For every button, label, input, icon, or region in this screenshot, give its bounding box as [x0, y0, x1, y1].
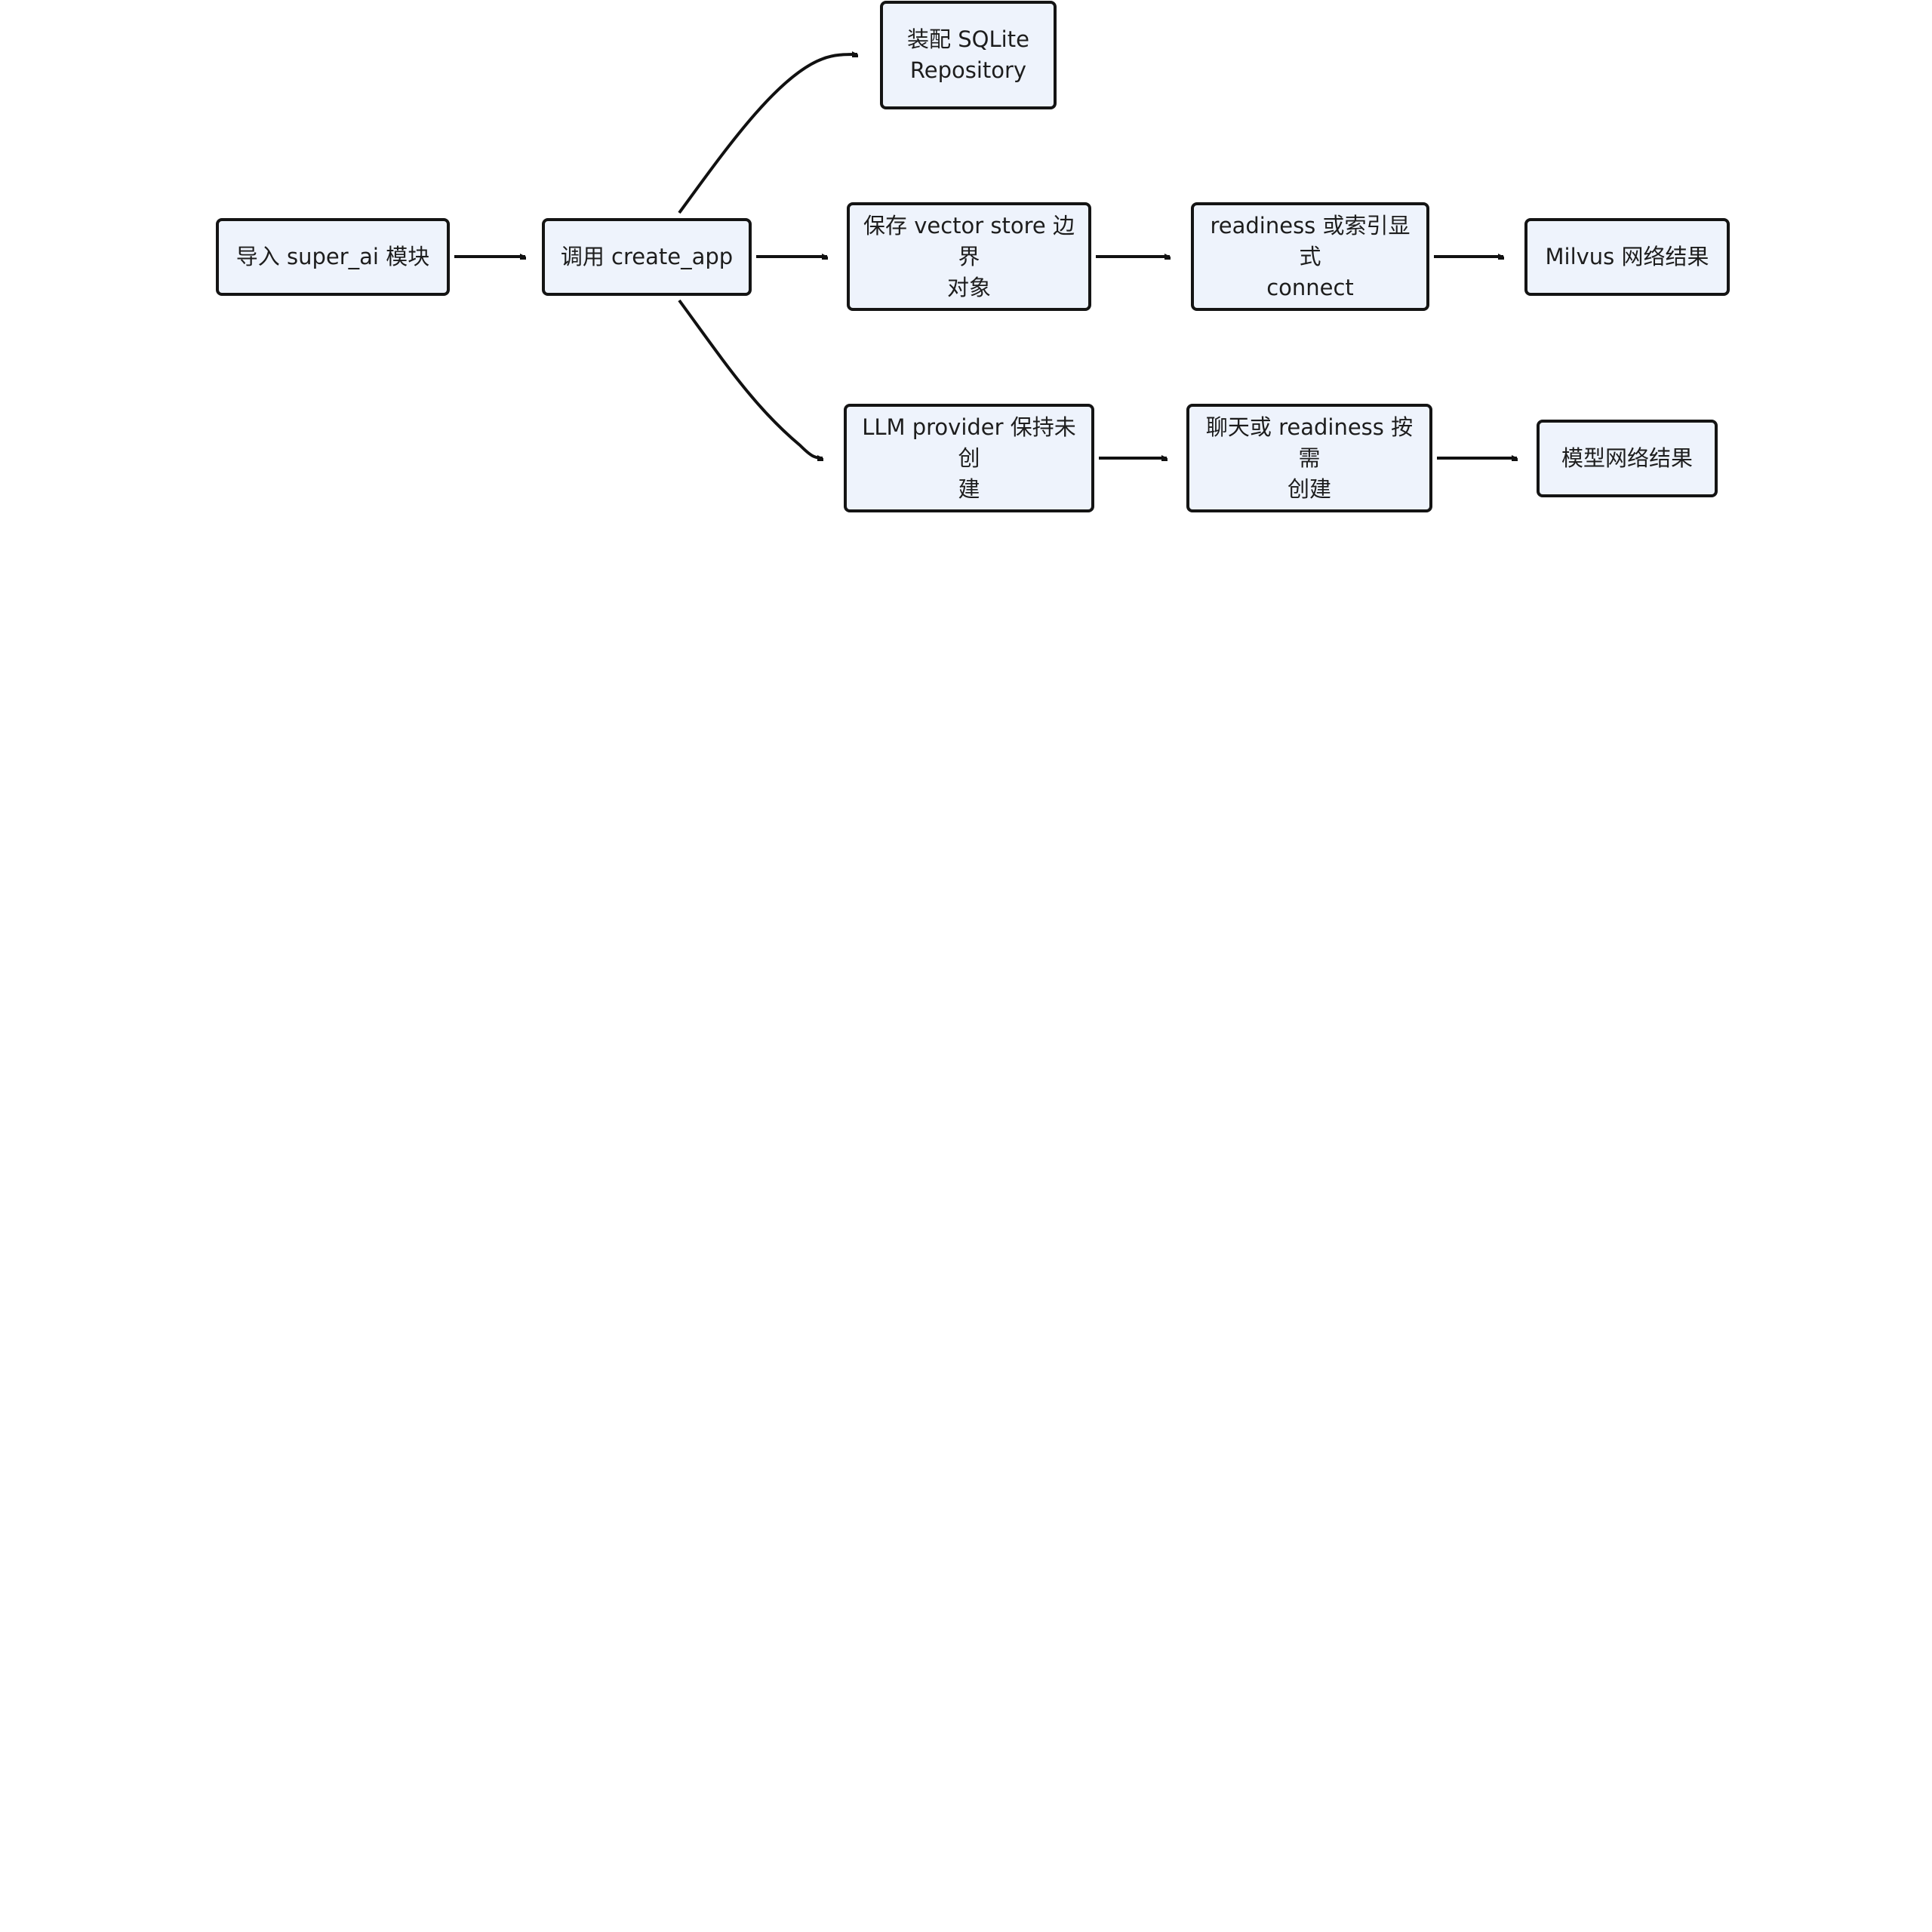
node-milvus-network-result: Milvus 网络结果 — [1524, 218, 1730, 296]
node-llm-provider-uncreated-label: LLM provider 保持未创 建 — [862, 414, 1076, 502]
node-assemble-sqlite: 装配 SQLite Repository — [880, 1, 1057, 109]
node-chat-readiness-on-demand: 聊天或 readiness 按需 创建 — [1186, 404, 1432, 512]
node-model-network-result: 模型网络结果 — [1537, 420, 1718, 497]
node-readiness-connect-label: readiness 或索引显式 connect — [1210, 212, 1411, 300]
node-milvus-network-result-label: Milvus 网络结果 — [1545, 244, 1709, 269]
edge-create-app-to-sqlite — [678, 54, 857, 214]
node-assemble-sqlite-label: 装配 SQLite Repository — [907, 26, 1029, 83]
node-llm-provider-uncreated: LLM provider 保持未创 建 — [844, 404, 1094, 512]
node-model-network-result-label: 模型网络结果 — [1561, 445, 1693, 471]
node-call-create-app-label: 调用 create_app — [560, 244, 734, 269]
node-readiness-connect: readiness 或索引显式 connect — [1191, 202, 1429, 311]
node-import-module: 导入 super_ai 模块 — [216, 218, 450, 296]
node-keep-vector-store-label: 保存 vector store 边界 对象 — [863, 212, 1075, 300]
node-keep-vector-store: 保存 vector store 边界 对象 — [847, 202, 1091, 311]
node-import-module-label: 导入 super_ai 模块 — [235, 244, 430, 269]
edge-create-app-to-llm-provider — [678, 299, 823, 458]
node-call-create-app: 调用 create_app — [542, 218, 752, 296]
node-chat-readiness-on-demand-label: 聊天或 readiness 按需 创建 — [1205, 414, 1414, 502]
